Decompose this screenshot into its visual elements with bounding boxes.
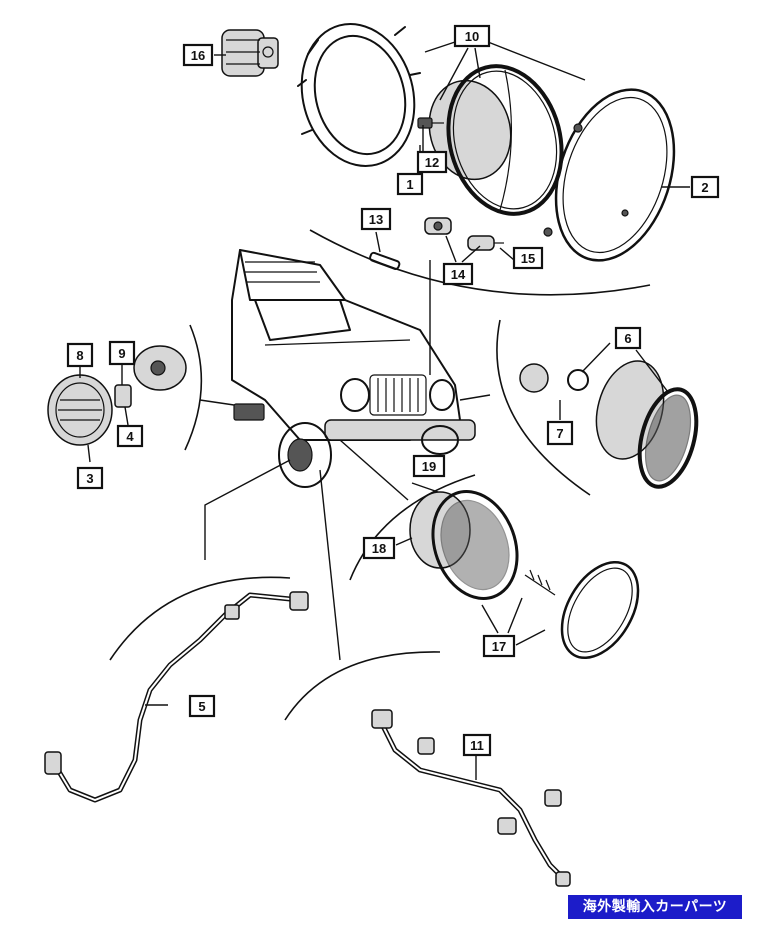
svg-text:15: 15	[521, 251, 535, 266]
svg-text:8: 8	[76, 348, 83, 363]
callout-14: 14	[442, 262, 474, 286]
section-arcs	[109, 229, 651, 721]
svg-text:16: 16	[191, 48, 205, 63]
svg-text:12: 12	[425, 155, 439, 170]
svg-text:6: 6	[624, 331, 631, 346]
svg-text:7: 7	[556, 426, 563, 441]
callout-12: 12	[416, 150, 448, 174]
callout-11: 11	[462, 733, 492, 757]
callout-16: 16	[182, 43, 214, 67]
callout-7: 7	[546, 420, 574, 446]
svg-text:14: 14	[451, 267, 466, 282]
svg-text:5: 5	[198, 699, 205, 714]
callout-8: 8	[66, 342, 94, 368]
svg-text:4: 4	[126, 429, 134, 444]
callout-4: 4	[116, 424, 144, 448]
callout-15: 15	[512, 246, 544, 270]
callout-3: 3	[76, 466, 104, 490]
callout-2: 2	[690, 175, 720, 199]
callout-6: 6	[614, 326, 642, 350]
part-11-wiring-harness	[371, 709, 571, 887]
vehicle-front	[231, 249, 476, 488]
part-5-wiring-harness	[44, 591, 309, 803]
part-3-4-8-9-side-lamp	[47, 345, 187, 446]
callout-1: 1	[396, 172, 424, 196]
part-10-headlamp-unit	[417, 64, 564, 216]
svg-text:2: 2	[701, 180, 708, 195]
callout-17: 17	[482, 634, 516, 658]
callout-9: 9	[108, 340, 136, 366]
part-6-7-fog-lamp	[519, 360, 699, 489]
callout-18: 18	[362, 536, 396, 560]
shop-watermark: 海外製輸入カーパーツ	[568, 895, 742, 919]
headlamp-mounting-ring	[297, 23, 421, 167]
svg-text:19: 19	[422, 459, 436, 474]
svg-text:18: 18	[372, 541, 386, 556]
svg-text:17: 17	[492, 639, 506, 654]
vehicle-grille	[369, 374, 427, 416]
callout-10: 10	[453, 24, 491, 48]
svg-text:13: 13	[369, 212, 383, 227]
svg-text:11: 11	[470, 738, 484, 753]
part-17-18-19-led-headlamp	[409, 490, 640, 660]
part-13-14-15-bulbs	[369, 217, 504, 270]
svg-text:9: 9	[118, 346, 125, 361]
svg-text:1: 1	[406, 177, 413, 192]
callout-13: 13	[360, 207, 392, 231]
callout-5: 5	[188, 694, 216, 718]
part-16-actuator	[221, 29, 279, 77]
svg-text:3: 3	[86, 471, 93, 486]
svg-text:10: 10	[465, 29, 479, 44]
part-2-bezel-ring	[543, 88, 676, 262]
callout-19: 19	[412, 454, 446, 478]
leader-lines	[79, 41, 690, 780]
